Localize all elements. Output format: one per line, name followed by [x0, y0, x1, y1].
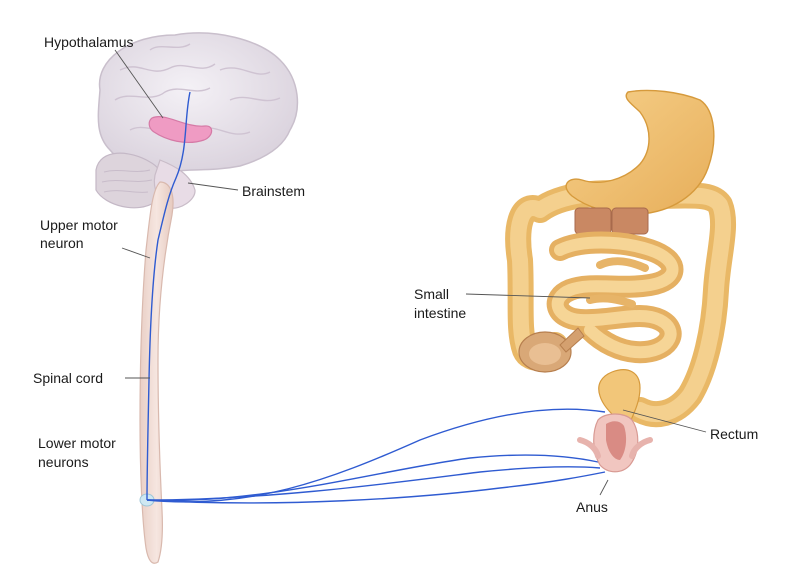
label-upper-motor-line2: neuron [40, 235, 84, 251]
label-spinal-cord: Spinal cord [33, 370, 103, 386]
digestive-tract [505, 89, 737, 473]
transverse-colon-cut-left [574, 207, 612, 235]
label-brainstem: Brainstem [242, 183, 305, 199]
label-hypothalamus: Hypothalamus [44, 34, 134, 50]
cerebrum [97, 32, 299, 174]
label-small-intestine-line1: Small [414, 286, 449, 302]
spinal-cord [139, 181, 174, 564]
lower-motor-neuron-path-4 [146, 471, 606, 504]
label-upper-motor-line1: Upper motor [40, 217, 118, 233]
brainstem-leader [187, 182, 239, 191]
stomach [565, 89, 715, 215]
transverse-colon-cut-right [611, 207, 649, 235]
leader-lines [114, 49, 707, 496]
anus-leader [599, 479, 609, 496]
upper-motor-leader [121, 247, 151, 259]
cecum-cut-inner [529, 343, 561, 365]
appendix-cut [559, 327, 585, 353]
small-intestine-leader [465, 293, 591, 299]
hypothalamus-region [148, 116, 213, 144]
label-lower-motor-line2: neurons [38, 454, 89, 470]
small-intestine [546, 231, 684, 364]
label-anus: Anus [576, 499, 608, 515]
rectum-leader [622, 409, 707, 433]
upper-motor-neuron-path [146, 91, 191, 501]
label-rectum: Rectum [710, 426, 758, 442]
brain [95, 32, 299, 209]
lower-motor-neuron-path-3 [146, 466, 601, 501]
lower-motor-neuron-path-2 [146, 454, 599, 502]
label-lower-motor-line1: Lower motor [38, 435, 116, 451]
anus-structure [577, 413, 653, 473]
label-small-intestine-line2: intestine [414, 305, 466, 321]
hypothalamus-leader [114, 49, 164, 119]
lower-motor-neuron-path-1 [146, 408, 606, 503]
nerve-pathways [146, 91, 606, 504]
cerebellum-folia [101, 169, 153, 193]
